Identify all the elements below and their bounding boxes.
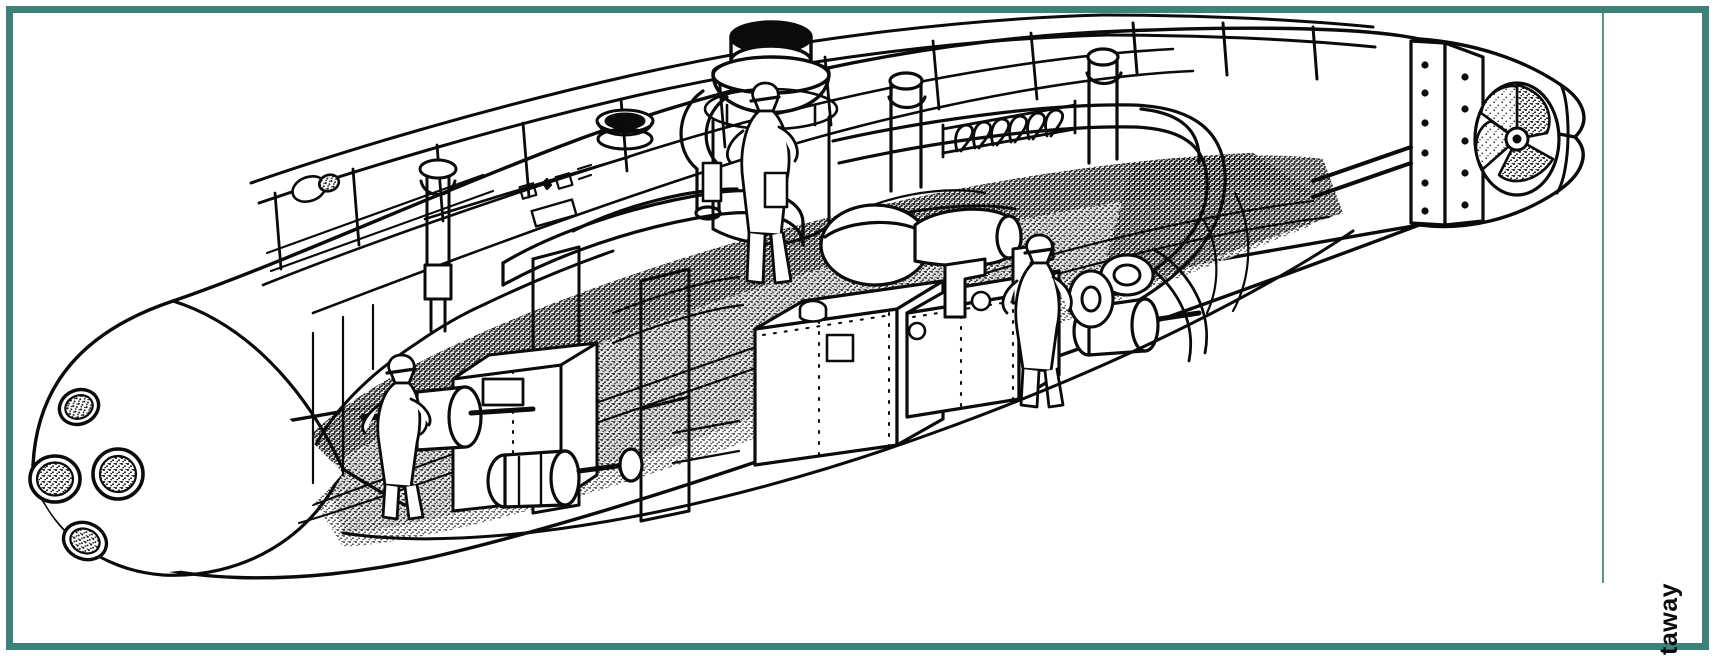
porthole-upper-left	[57, 387, 101, 427]
frame-inner-divider	[1602, 13, 1604, 583]
main-piping-runs	[831, 103, 1227, 311]
cutaway-illustration	[13, 13, 1602, 643]
bow-portholes	[28, 387, 145, 562]
forward-periscope-column	[418, 158, 458, 333]
keel-line	[341, 229, 1355, 541]
hull-stencil-markings	[503, 163, 593, 200]
stern-fin	[1555, 83, 1570, 195]
porthole-center	[91, 447, 145, 501]
stern-deck-rail	[1101, 13, 1377, 81]
rivet-line	[761, 311, 893, 459]
stern-propeller	[1473, 81, 1561, 197]
small-fittings	[291, 161, 992, 341]
porthole-left	[28, 454, 82, 504]
aft-vent-pipes	[887, 47, 1123, 193]
lower-cylinder-assembly	[486, 447, 644, 509]
pressure-vessel-sphere	[819, 203, 931, 287]
air-flask-cylinder	[913, 207, 1023, 268]
crew-figure-bow	[361, 353, 432, 521]
propeller-shaft	[1311, 145, 1413, 199]
stern-bulkhead-frame	[1409, 39, 1485, 227]
misc-detail-lines	[265, 173, 1250, 485]
stern-rivets	[1421, 61, 1469, 215]
crank-flywheel	[1067, 269, 1115, 329]
forward-deck-hatch	[595, 108, 655, 151]
stern-section	[1311, 37, 1586, 229]
porthole-lower-left	[61, 520, 109, 562]
submarine-cutaway-drawing	[28, 13, 1586, 580]
crew-figure-engine	[1001, 233, 1073, 409]
hull-panel-hatch	[530, 198, 578, 228]
